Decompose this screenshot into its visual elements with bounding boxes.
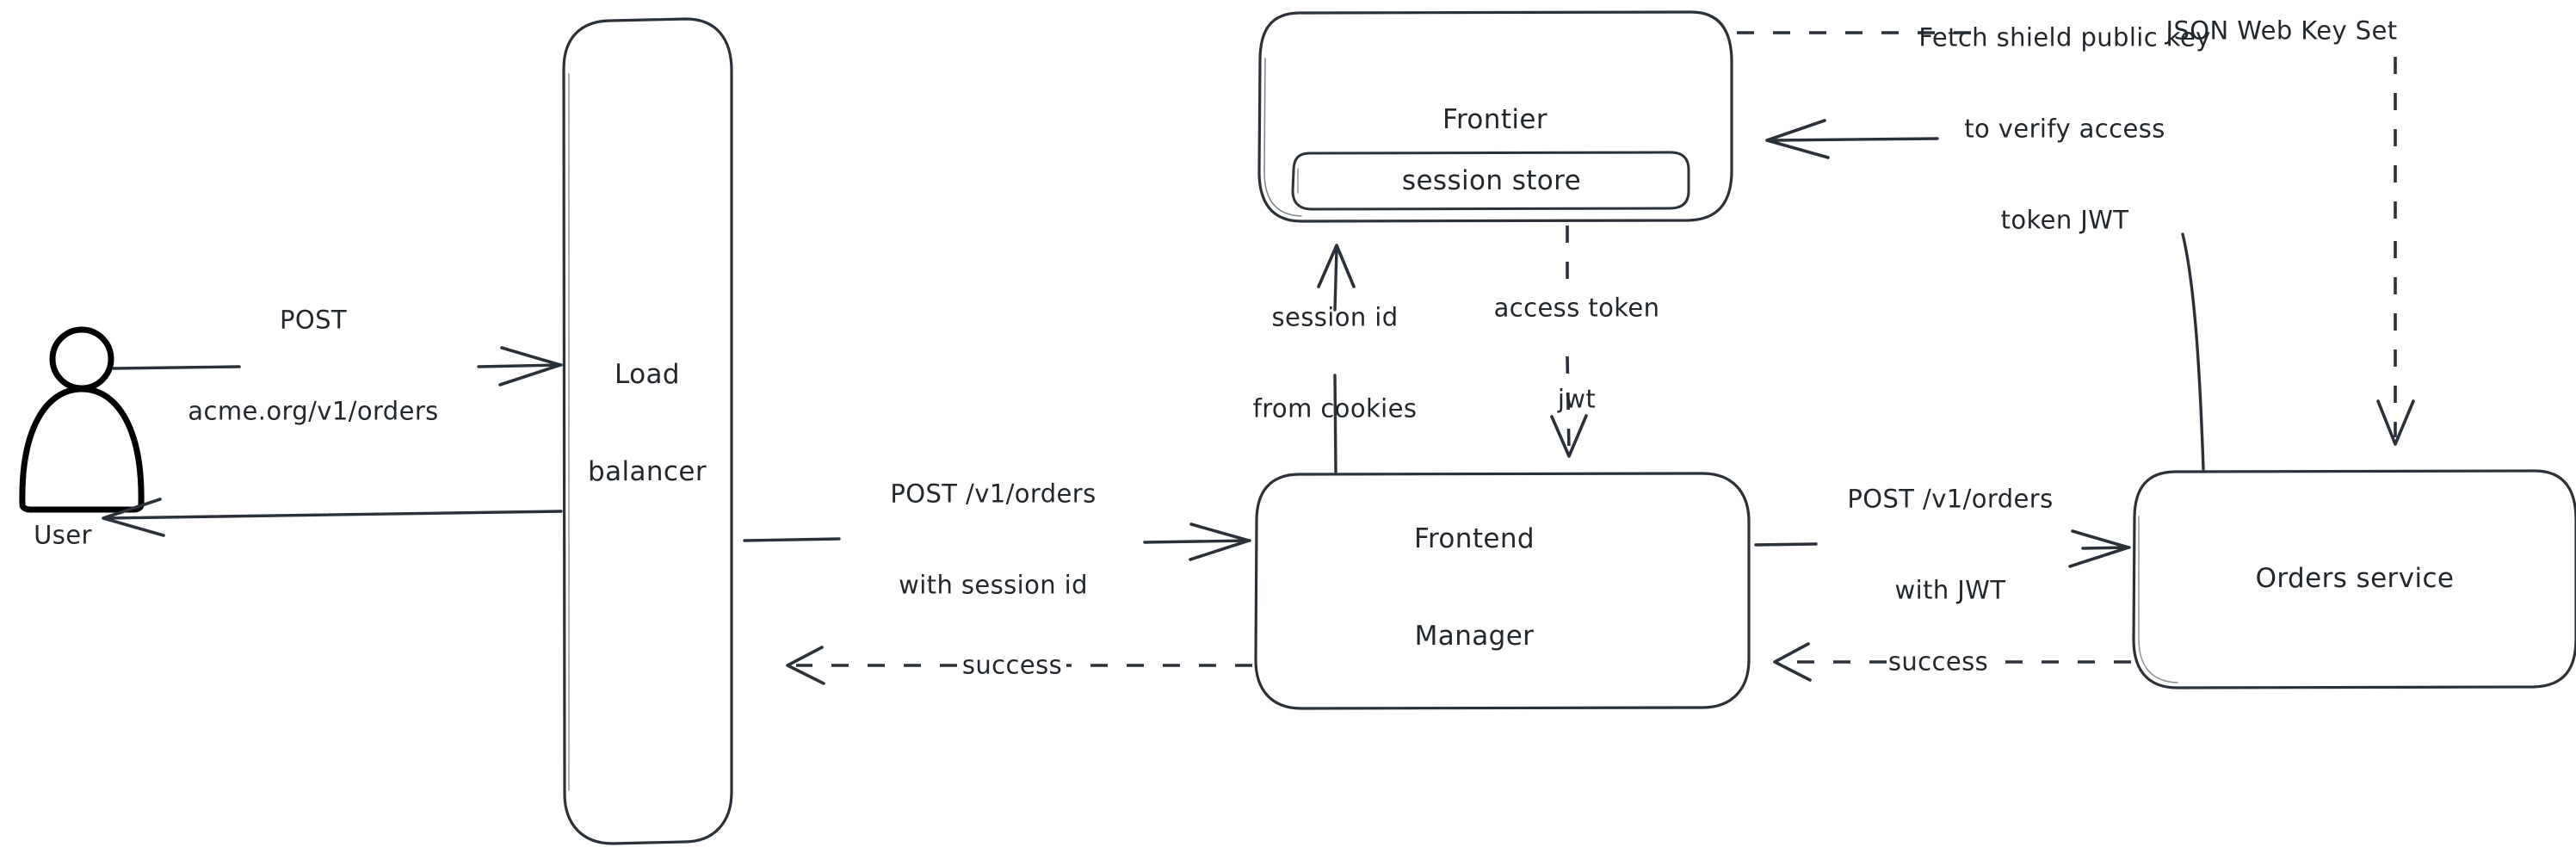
edge-fm-to-lb-success bbox=[786, 646, 1252, 685]
edge-frontier-to-orders-jwks bbox=[1737, 31, 2415, 446]
edge-label-post-v1-orders-session-id: POST /v1/orders with session id bbox=[890, 479, 1096, 600]
node-frontend-manager[interactable] bbox=[1254, 472, 1751, 710]
node-label-user: User bbox=[34, 520, 92, 550]
edge-fm-to-frontier bbox=[1317, 244, 1356, 473]
edge-lb-to-fm bbox=[743, 522, 1251, 561]
edge-orders-to-frontier-fetch bbox=[1765, 119, 2205, 471]
node-label-frontier: Frontier bbox=[1442, 104, 1548, 136]
edge-label-success-right: success bbox=[1887, 646, 1989, 677]
edge-lb-to-user bbox=[102, 498, 563, 537]
edge-label-json-web-key-set: JSON Web Key Set bbox=[2165, 15, 2398, 46]
edge-label-post-v1-orders-jwt: POST /v1/orders with JWT bbox=[1847, 484, 2054, 605]
node-label-load-balancer: Load balancer bbox=[588, 358, 707, 487]
edge-label-post-acme: POST acme.org/v1/orders bbox=[188, 305, 439, 426]
node-orders-service[interactable] bbox=[2132, 469, 2576, 689]
node-session-store[interactable] bbox=[1291, 151, 1690, 211]
edge-frontier-to-fm bbox=[1550, 226, 1588, 458]
user-person-icon bbox=[19, 326, 145, 513]
edge-user-to-lb bbox=[112, 346, 563, 386]
edge-label-success-left: success bbox=[961, 650, 1063, 680]
edge-label-session-id-from-cookies: session id from cookies bbox=[1252, 302, 1418, 424]
edge-orders-to-fm-success bbox=[1773, 642, 2131, 682]
edge-fm-to-orders bbox=[1754, 529, 2131, 568]
edge-label-access-token-jwt: access token jwt bbox=[1493, 293, 1660, 414]
node-label-frontend-manager: Frontend Manager bbox=[1413, 522, 1535, 652]
node-frontier[interactable] bbox=[1257, 10, 1733, 223]
edge-label-fetch-shield-public-key: Fetch shield public key to verify access… bbox=[1918, 22, 2211, 235]
node-load-balancer[interactable] bbox=[562, 17, 733, 845]
node-label-orders-service: Orders service bbox=[2255, 563, 2455, 595]
node-label-session-store: session store bbox=[1401, 165, 1582, 197]
